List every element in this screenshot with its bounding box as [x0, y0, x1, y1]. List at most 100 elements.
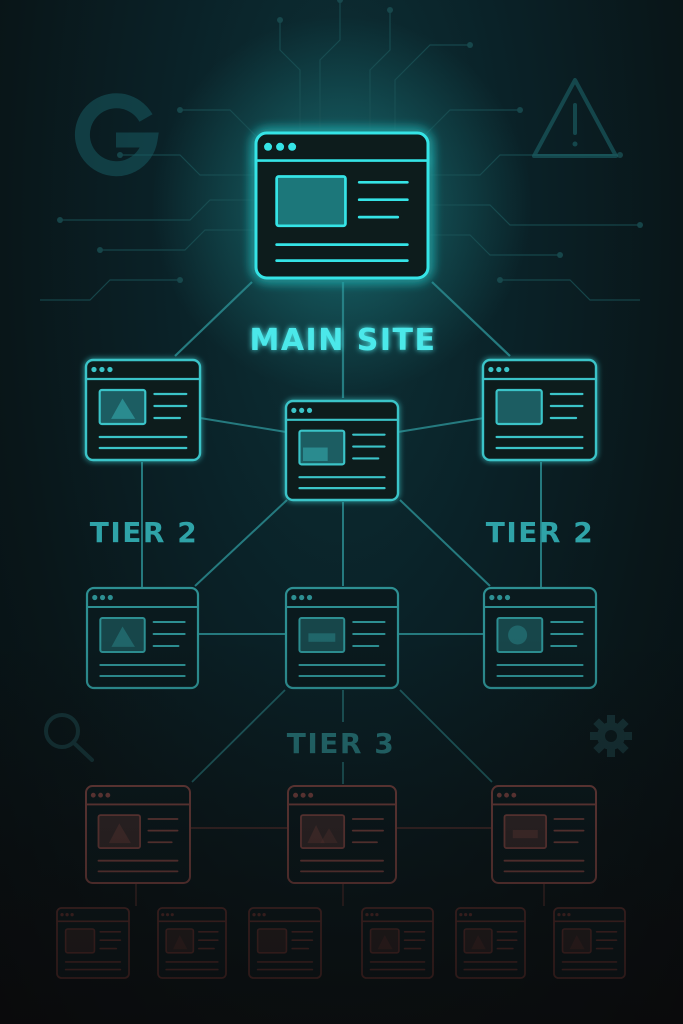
main-site-window: [254, 131, 430, 280]
mountain-icon: [320, 828, 338, 844]
window-dot: [90, 792, 96, 798]
window-dot: [252, 912, 256, 917]
tier-5-window-6: [553, 907, 626, 979]
mountain-icon: [111, 398, 136, 419]
image-placeholder-icon: [308, 633, 336, 642]
circuit-node: [617, 152, 623, 158]
window-dot: [459, 913, 463, 917]
window-image-block: [165, 928, 195, 954]
window-dot: [567, 913, 571, 917]
mountain-icon: [111, 626, 135, 647]
window-image-block: [298, 617, 346, 653]
tier-4-center-window: [287, 785, 397, 884]
circuit-node: [277, 17, 283, 23]
site-windows: [56, 131, 626, 979]
warning-triangle-icon: [532, 78, 618, 158]
tier-4-right-window: [491, 785, 597, 884]
circuit-trace: [180, 109, 261, 141]
window-frame: [284, 586, 400, 690]
magnifier-icon: [44, 713, 94, 762]
window-dot: [497, 594, 503, 601]
window-dot: [306, 594, 313, 601]
circuit-trace: [430, 234, 560, 256]
circuit-trace: [279, 20, 301, 130]
window-dot: [65, 912, 69, 917]
circuit-trace: [500, 279, 640, 301]
circuit-trace: [369, 10, 391, 130]
tier-5-window-5: [455, 907, 526, 979]
window-frame: [482, 586, 598, 690]
window-dot: [170, 913, 174, 917]
gear-tooth: [607, 748, 615, 757]
window-dot: [107, 366, 113, 373]
window-image-block: [64, 928, 96, 954]
window-dot: [98, 792, 103, 798]
tier-2-right-window: [481, 358, 598, 462]
circuit-node: [57, 217, 63, 223]
window-dot: [504, 594, 511, 601]
window-dot: [511, 792, 517, 798]
circuit-trace: [430, 204, 640, 226]
window-dot: [105, 792, 111, 798]
window-dot: [70, 912, 74, 917]
tier-5-window-2: [157, 907, 227, 979]
mountain-icon: [172, 934, 188, 950]
gear-hole: [605, 730, 617, 742]
tier-5-window-3: [248, 907, 322, 979]
connection-line: [399, 499, 491, 587]
image-placeholder-icon: [512, 829, 538, 839]
window-dot: [504, 792, 509, 798]
window-dot: [370, 913, 374, 917]
window-dot: [107, 594, 113, 601]
tier-3-label: TIER 3: [287, 727, 395, 760]
connection-line: [174, 281, 253, 357]
circuit-node: [557, 252, 563, 258]
circuit-node: [117, 152, 123, 158]
connection-lines: [135, 281, 545, 906]
window-dot: [496, 366, 502, 373]
mountain-icon: [471, 934, 486, 950]
window-dot: [488, 366, 494, 373]
mountain-icon: [307, 824, 325, 844]
window-frame: [455, 907, 526, 979]
window-dot: [165, 913, 170, 917]
circuit-trace: [60, 199, 255, 221]
tier-3-right-window: [482, 586, 598, 690]
window-frame: [361, 907, 434, 979]
circuit-node: [387, 7, 393, 13]
window-frame: [553, 907, 626, 979]
window-dot: [562, 913, 566, 917]
circuit-trace: [319, 0, 341, 130]
window-dot: [299, 407, 305, 414]
window-frame: [491, 785, 597, 884]
window-dot: [496, 792, 502, 798]
connection-line: [397, 417, 485, 433]
window-dot: [293, 792, 299, 798]
window-frame: [56, 907, 130, 979]
connection-line: [431, 281, 511, 357]
window-dot: [92, 594, 98, 601]
window-dot: [308, 792, 314, 798]
tier-5-window-4: [361, 907, 434, 979]
window-image-block: [256, 928, 288, 954]
google-g-icon: [74, 93, 159, 177]
window-dot: [257, 912, 261, 917]
circuit-node: [177, 277, 183, 283]
window-frame: [157, 907, 227, 979]
mountain-icon: [108, 823, 131, 844]
circuit-trace: [40, 279, 180, 301]
gear-tooth: [623, 732, 632, 740]
window-dot: [91, 366, 97, 373]
window-image-block: [503, 814, 547, 849]
window-frame: [287, 785, 397, 884]
mountain-icon: [377, 934, 393, 950]
gear-tooth: [590, 732, 599, 740]
circuit-node: [337, 0, 343, 3]
window-dot: [375, 913, 379, 917]
tier-3-left-window: [85, 586, 200, 690]
image-placeholder-icon: [508, 625, 528, 645]
window-dot: [99, 366, 105, 373]
window-image-block: [496, 617, 544, 653]
